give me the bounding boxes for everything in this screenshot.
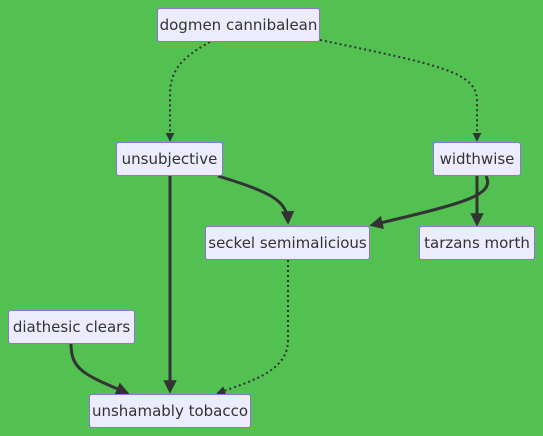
edge-diathesic-to-unshamably	[69, 343, 130, 395]
node-label: diathesic clears	[12, 317, 131, 336]
edge-widthwise-to-seckel	[369, 175, 489, 230]
node-label: seckel semimalicious	[208, 233, 367, 252]
node-label: unshamably tobacco	[91, 401, 249, 420]
edge-dogmen-to-widthwise	[319, 39, 482, 142]
node-label: widthwise	[439, 149, 515, 168]
node-widthwise: widthwise	[433, 142, 521, 176]
node-seckel-semimalicious: seckel semimalicious	[205, 226, 370, 260]
node-diathesic-clears: diathesic clears	[8, 310, 135, 344]
edge-unsubjective-to-seckel	[217, 174, 295, 225]
edge-seckel-to-unshamably	[216, 260, 289, 395]
node-dogmen-cannibalean: dogmen cannibalean	[157, 8, 320, 42]
node-label: dogmen cannibalean	[159, 15, 318, 34]
node-unsubjective: unsubjective	[116, 142, 223, 176]
node-tarzans-morth: tarzans morth	[419, 226, 535, 260]
node-label: unsubjective	[121, 149, 218, 168]
edge-dogmen-to-unsubjective	[165, 41, 211, 142]
node-unshamably-tobacco: unshamably tobacco	[89, 394, 251, 428]
node-label: tarzans morth	[424, 233, 530, 252]
